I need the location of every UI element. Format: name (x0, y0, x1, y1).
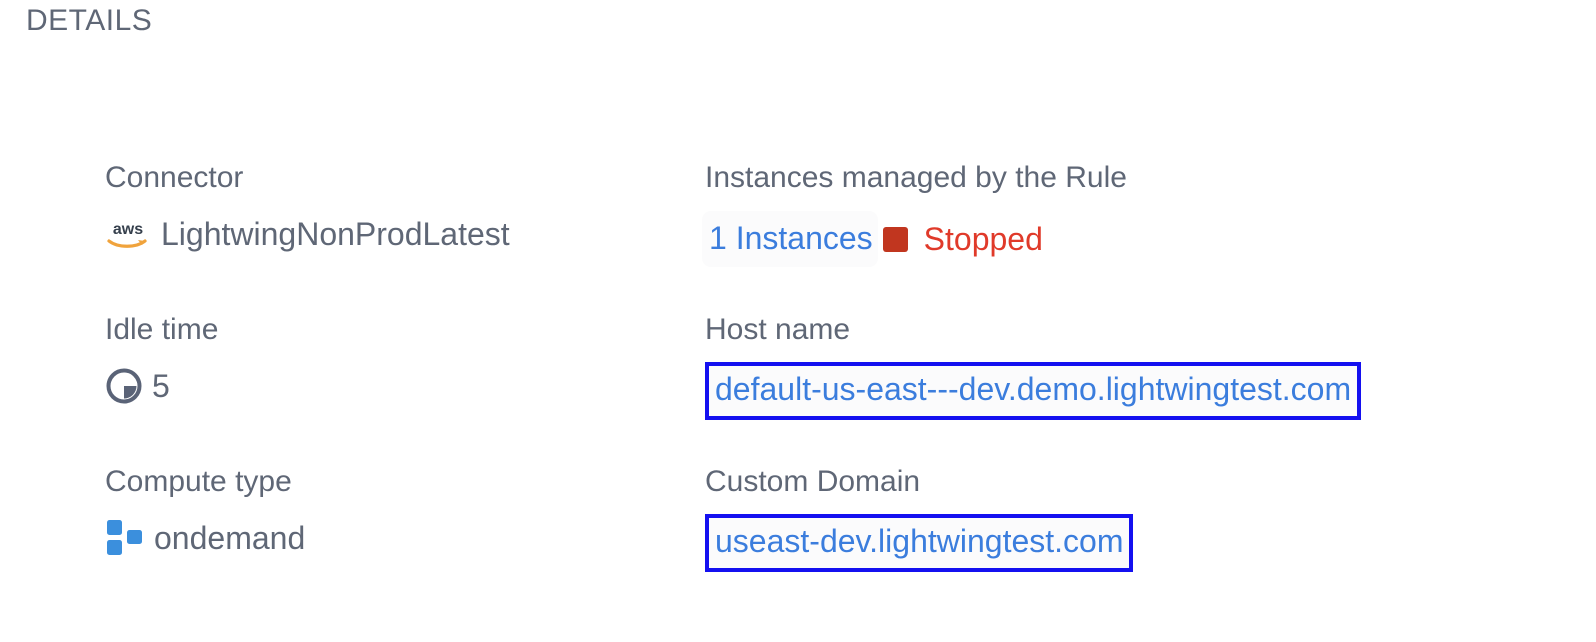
clock-icon (105, 367, 143, 405)
aws-logo-icon: aws (105, 217, 151, 251)
idle-time-label: Idle time (105, 313, 219, 346)
instances-field: Instances managed by the Rule 1 Instance… (705, 160, 1127, 264)
connector-label: Connector (105, 161, 244, 194)
details-grid: Connector aws LightwingNonProdLatest Ins… (0, 160, 1596, 616)
idle-time-value: 5 (152, 368, 170, 404)
custom-domain-label: Custom Domain (705, 465, 921, 498)
idle-time-value-row: 5 (105, 366, 218, 406)
connector-value: LightwingNonProdLatest (161, 216, 510, 252)
instances-value-row: 1 Instances Stopped (705, 214, 1127, 264)
host-name-link[interactable]: default-us-east---dev.demo.lightwingtest… (715, 371, 1352, 407)
detail-row: Connector aws LightwingNonProdLatest Ins… (0, 160, 1596, 312)
detail-row: Compute type ondemand Custom Domain u (0, 464, 1596, 616)
custom-domain-highlight-box: useast-dev.lightwingtest.com (705, 514, 1134, 572)
host-name-highlight-box: default-us-east---dev.demo.lightwingtest… (705, 362, 1362, 420)
compute-type-value-row: ondemand (105, 518, 305, 558)
detail-row: Idle time 5 Host name default-us-east (0, 312, 1596, 464)
svg-text:aws: aws (113, 221, 143, 238)
instances-label: Instances managed by the Rule (705, 161, 1127, 194)
custom-domain-link[interactable]: useast-dev.lightwingtest.com (715, 523, 1124, 559)
host-name-field: Host name default-us-east---dev.demo.lig… (705, 312, 1362, 420)
custom-domain-field: Custom Domain useast-dev.lightwingtest.c… (705, 464, 1134, 572)
host-name-label: Host name (705, 313, 851, 346)
compute-squares-icon (105, 519, 145, 557)
idle-time-field: Idle time 5 (105, 312, 218, 406)
compute-type-label: Compute type (105, 465, 292, 498)
page-title: DETAILS (26, 4, 153, 37)
stopped-square-icon (882, 226, 908, 252)
compute-type-value: ondemand (154, 520, 306, 556)
connector-field: Connector aws LightwingNonProdLatest (105, 160, 510, 254)
compute-type-field: Compute type ondemand (105, 464, 305, 558)
instances-count-link[interactable]: 1 Instances (705, 214, 875, 264)
status-text: Stopped (923, 221, 1043, 257)
status-badge: Stopped (882, 219, 1043, 259)
connector-value-row: aws LightwingNonProdLatest (105, 214, 510, 254)
